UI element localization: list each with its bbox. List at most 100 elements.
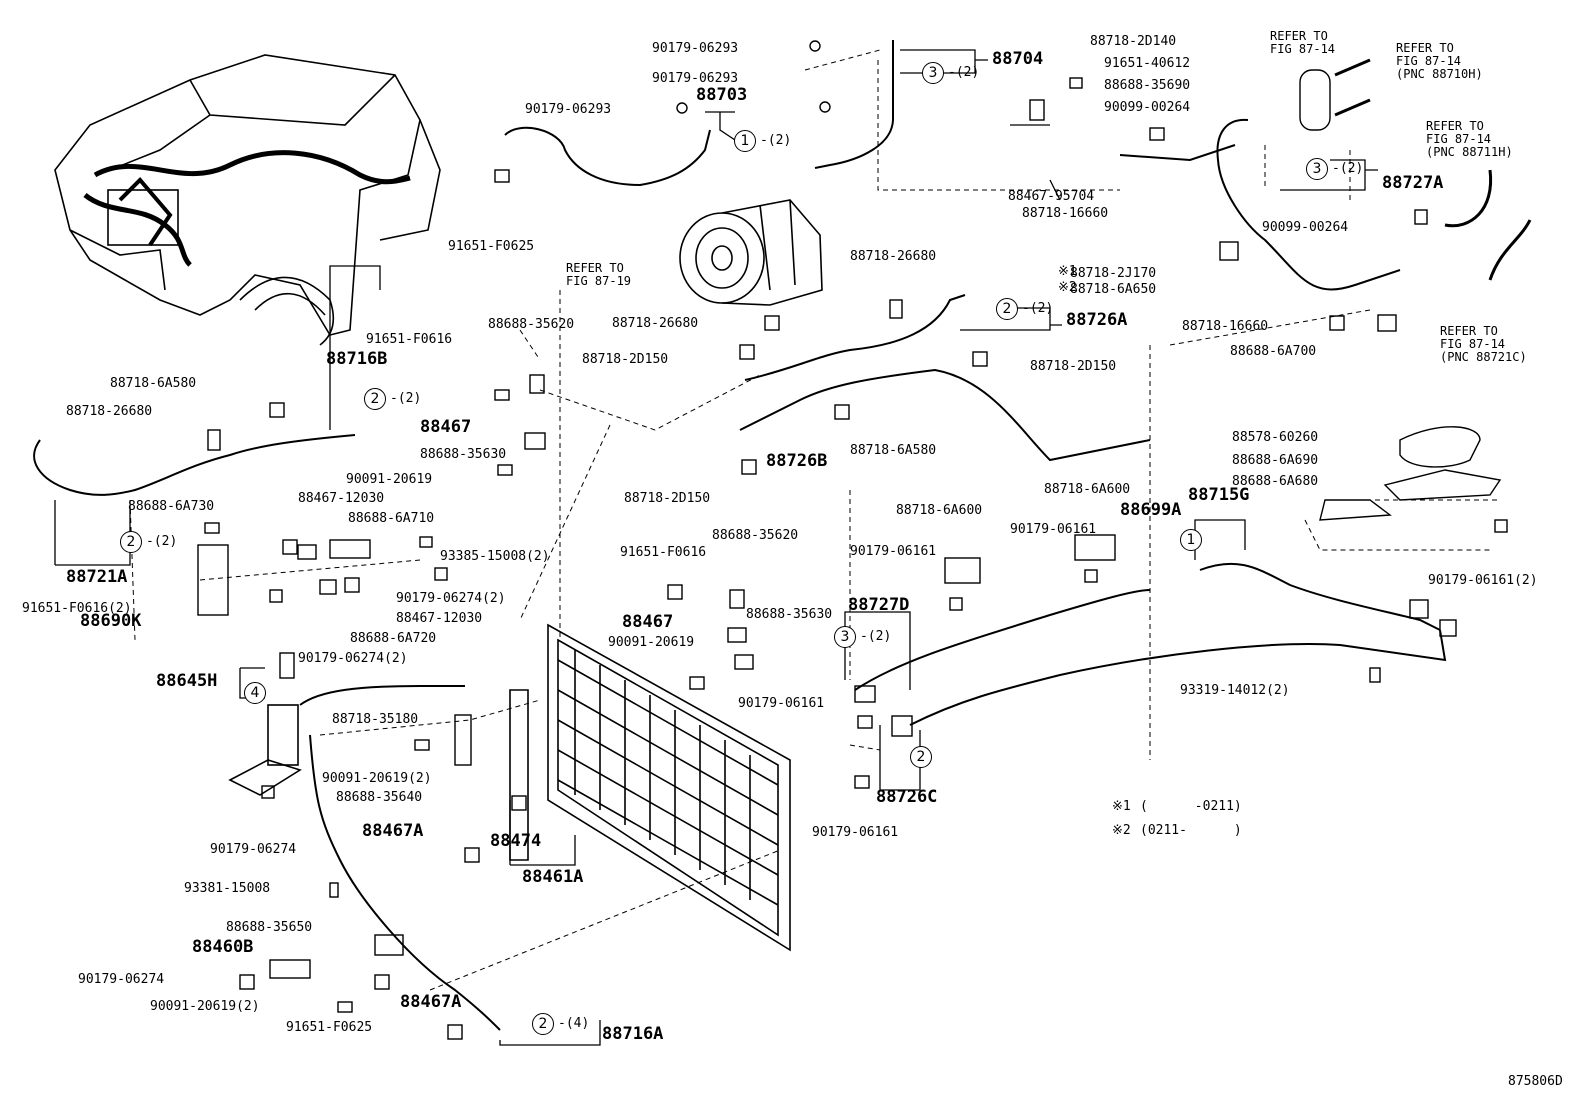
- part-label: 90179-06161: [812, 825, 899, 840]
- part-label: 88718-6A600: [1044, 482, 1131, 497]
- refer-note: REFER TO FIG 87-14 (PNC 88721C): [1440, 324, 1527, 364]
- part-label: 90179-06293: [652, 71, 739, 86]
- part-label: 88718-6A580: [110, 376, 197, 391]
- circle-number: 2: [120, 531, 142, 553]
- qty-label: -(2): [146, 534, 178, 549]
- part-label: 88467A: [400, 992, 462, 1012]
- part-label: 88718-16660: [1182, 319, 1269, 334]
- part-label: 90179-06274(2): [298, 651, 408, 666]
- part-label: 91651-F0625: [448, 239, 535, 254]
- part-label: 88688-6A690: [1232, 453, 1319, 468]
- part-label: 93381-15008: [184, 881, 271, 896]
- part-label: 88688-35620: [712, 528, 799, 543]
- part-label: 91651-40612: [1104, 56, 1191, 71]
- part-label: 88688-6A730: [128, 499, 215, 514]
- part-label: 88467-12030: [298, 491, 385, 506]
- part-label: 88699A: [1120, 500, 1182, 520]
- pnc-88715G: 88715G: [1188, 485, 1250, 505]
- note-2-mark: ※2: [1112, 823, 1131, 838]
- part-label: 88718-6A650: [1070, 282, 1157, 297]
- circle-number: 2: [910, 746, 932, 768]
- pnc-88704: 88704: [992, 49, 1044, 69]
- circle-number: 3: [1306, 158, 1328, 180]
- part-label: 88467-12030: [396, 611, 483, 626]
- qty-label: -(2): [948, 65, 980, 80]
- part-label: 88467A: [362, 821, 424, 841]
- part-label: 90179-06161(2): [1428, 573, 1538, 588]
- pnc-88727A: 88727A: [1382, 173, 1444, 193]
- part-label: 88578-60260: [1232, 430, 1319, 445]
- vehicle-illustration: [54, 54, 441, 346]
- part-label: 88726B: [766, 451, 828, 471]
- circle-number: 2: [532, 1013, 554, 1035]
- note-1-mark: ※1: [1112, 799, 1131, 814]
- diagram-id: 875806D: [1508, 1074, 1563, 1089]
- pnc-88726C: 88726C: [876, 787, 938, 807]
- qty-label: -(2): [390, 391, 422, 406]
- part-label: 88718-26680: [66, 404, 153, 419]
- pnc-88726A: 88726A: [1066, 310, 1128, 330]
- part-label: 90099-00264: [1262, 220, 1349, 235]
- part-label: 91651-F0616: [620, 545, 707, 560]
- marker-1: ※1: [1058, 264, 1077, 279]
- part-label: 91651-F0616(2): [22, 601, 132, 616]
- pnc-88716B: 88716B: [326, 349, 388, 369]
- circle-number: 1: [1180, 529, 1202, 551]
- part-label: 93385-15008(2): [440, 549, 550, 564]
- pnc-88645H: 88645H: [156, 671, 218, 691]
- pnc-88721A: 88721A: [66, 567, 128, 587]
- qty-label: -(2): [760, 133, 792, 148]
- part-label: 88688-35650: [226, 920, 313, 935]
- part-label: 88688-6A680: [1232, 474, 1319, 489]
- circle-number: 4: [244, 682, 266, 704]
- condenser: [509, 623, 791, 952]
- part-label: 90179-06274: [210, 842, 297, 857]
- note-1-text: ( -0211): [1140, 799, 1242, 814]
- circle-number: 3: [834, 626, 856, 648]
- part-label: 88718-6A580: [850, 443, 937, 458]
- part-label: 91651-F0625: [286, 1020, 373, 1035]
- circle-number: 2: [364, 388, 386, 410]
- part-label: 90091-20619: [346, 472, 433, 487]
- part-label: 88460B: [192, 937, 254, 957]
- circle-number: 1: [734, 130, 756, 152]
- pnc-88716A: 88716A: [602, 1024, 664, 1044]
- part-label: 90179-06161: [1010, 522, 1097, 537]
- qty-label: -(4): [558, 1016, 590, 1031]
- refer-note: REFER TO FIG 87-19: [566, 261, 632, 288]
- qty-label: -(2): [860, 629, 892, 644]
- circle-number: 2: [996, 298, 1018, 320]
- part-label: 88718-2J170: [1070, 266, 1157, 281]
- qty-label: -(2): [1022, 301, 1054, 316]
- part-label: 88688-35630: [420, 447, 507, 462]
- small-parts: [197, 40, 1532, 1040]
- part-label: 88461A: [522, 867, 584, 887]
- part-label: 88467: [420, 417, 472, 437]
- part-label: 90179-06274: [78, 972, 165, 987]
- part-label: 88688-35620: [488, 317, 575, 332]
- part-label: 90179-06161: [738, 696, 825, 711]
- part-label: 88718-2D150: [582, 352, 669, 367]
- note-2-text: (0211- ): [1140, 823, 1242, 838]
- qty-label: -(2): [1332, 161, 1364, 176]
- part-label: 93319-14012(2): [1180, 683, 1290, 698]
- part-label: 91651-F0616: [366, 332, 453, 347]
- part-label: 88718-6A600: [896, 503, 983, 518]
- part-label: 88688-6A700: [1230, 344, 1317, 359]
- part-label: 88688-35690: [1104, 78, 1191, 93]
- circle-number: 3: [922, 62, 944, 84]
- part-label: 90179-06293: [525, 102, 612, 117]
- part-label: 88718-2D140: [1090, 34, 1177, 49]
- part-label: 88688-6A720: [350, 631, 437, 646]
- part-label: 88718-16660: [1022, 206, 1109, 221]
- part-label: 88718-2D150: [624, 491, 711, 506]
- part-label: 90099-00264: [1104, 100, 1191, 115]
- part-label: 90091-20619: [608, 635, 695, 650]
- refer-note: REFER TO FIG 87-14 (PNC 88711H): [1426, 119, 1513, 159]
- refer-note: REFER TO FIG 87-14 (PNC 88710H): [1396, 41, 1483, 81]
- part-label: 88718-2D150: [1030, 359, 1117, 374]
- part-label: 88718-26680: [612, 316, 699, 331]
- part-label: 88688-35640: [336, 790, 423, 805]
